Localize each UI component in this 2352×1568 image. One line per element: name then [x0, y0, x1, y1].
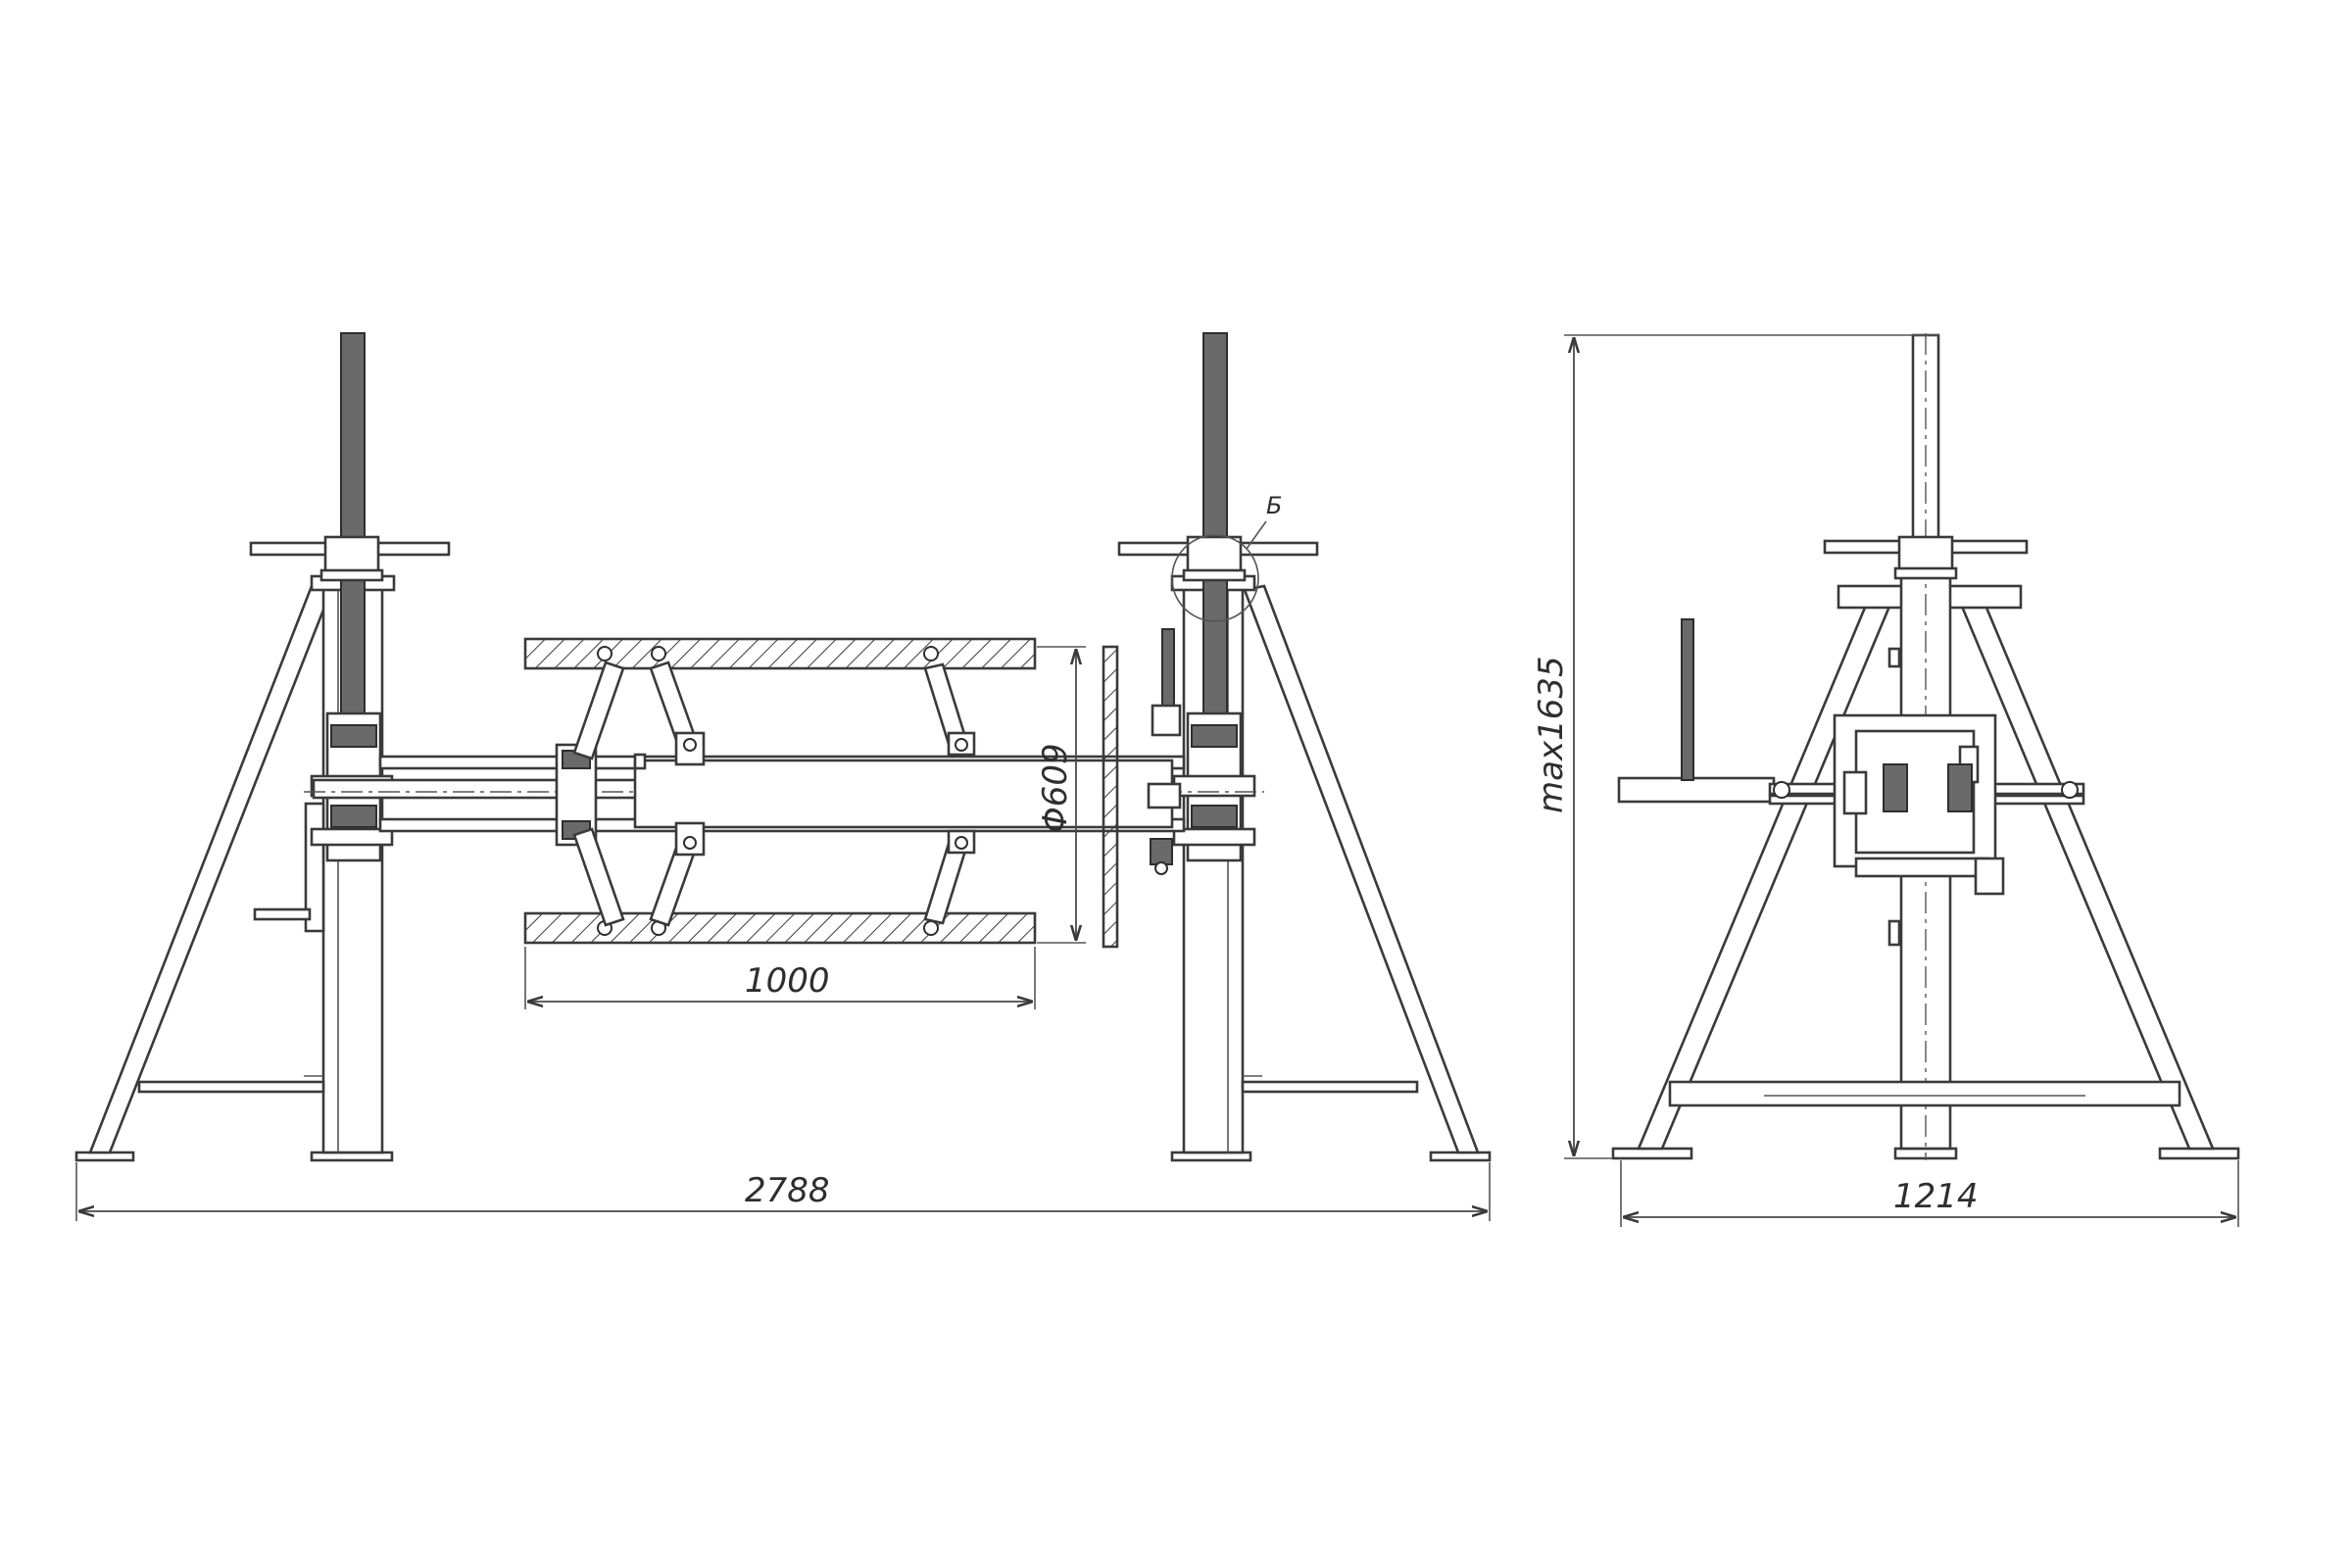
- dim-max-height-label: max1635: [1532, 656, 1571, 813]
- dim-overall-length: 2788: [75, 1162, 1491, 1221]
- drum-flanges: [523, 637, 1037, 945]
- dim-max-height: max1635: [1532, 334, 1938, 1159]
- left-stand: [74, 332, 451, 1162]
- brake-assembly: [1102, 628, 1182, 949]
- scissor-arms: [572, 661, 976, 927]
- side-view: max1635 1214: [1532, 333, 2240, 1227]
- dim-side-width-label: 1214: [1893, 1177, 1979, 1216]
- dim-side-width: 1214: [1620, 1160, 2239, 1227]
- cable-drum: [555, 743, 1174, 847]
- dim-overall-length-label: 2788: [745, 1171, 830, 1210]
- front-view: Б: [74, 332, 1492, 1221]
- dim-drum-diameter: Φ609: [1036, 646, 1086, 944]
- dim-drum-length: 1000: [524, 947, 1036, 1009]
- dim-drum-diameter-label: Φ609: [1036, 743, 1075, 833]
- detail-b-label: Б: [1266, 492, 1282, 519]
- right-stand: Б: [1117, 332, 1492, 1162]
- dim-drum-length-label: 1000: [745, 961, 830, 1001]
